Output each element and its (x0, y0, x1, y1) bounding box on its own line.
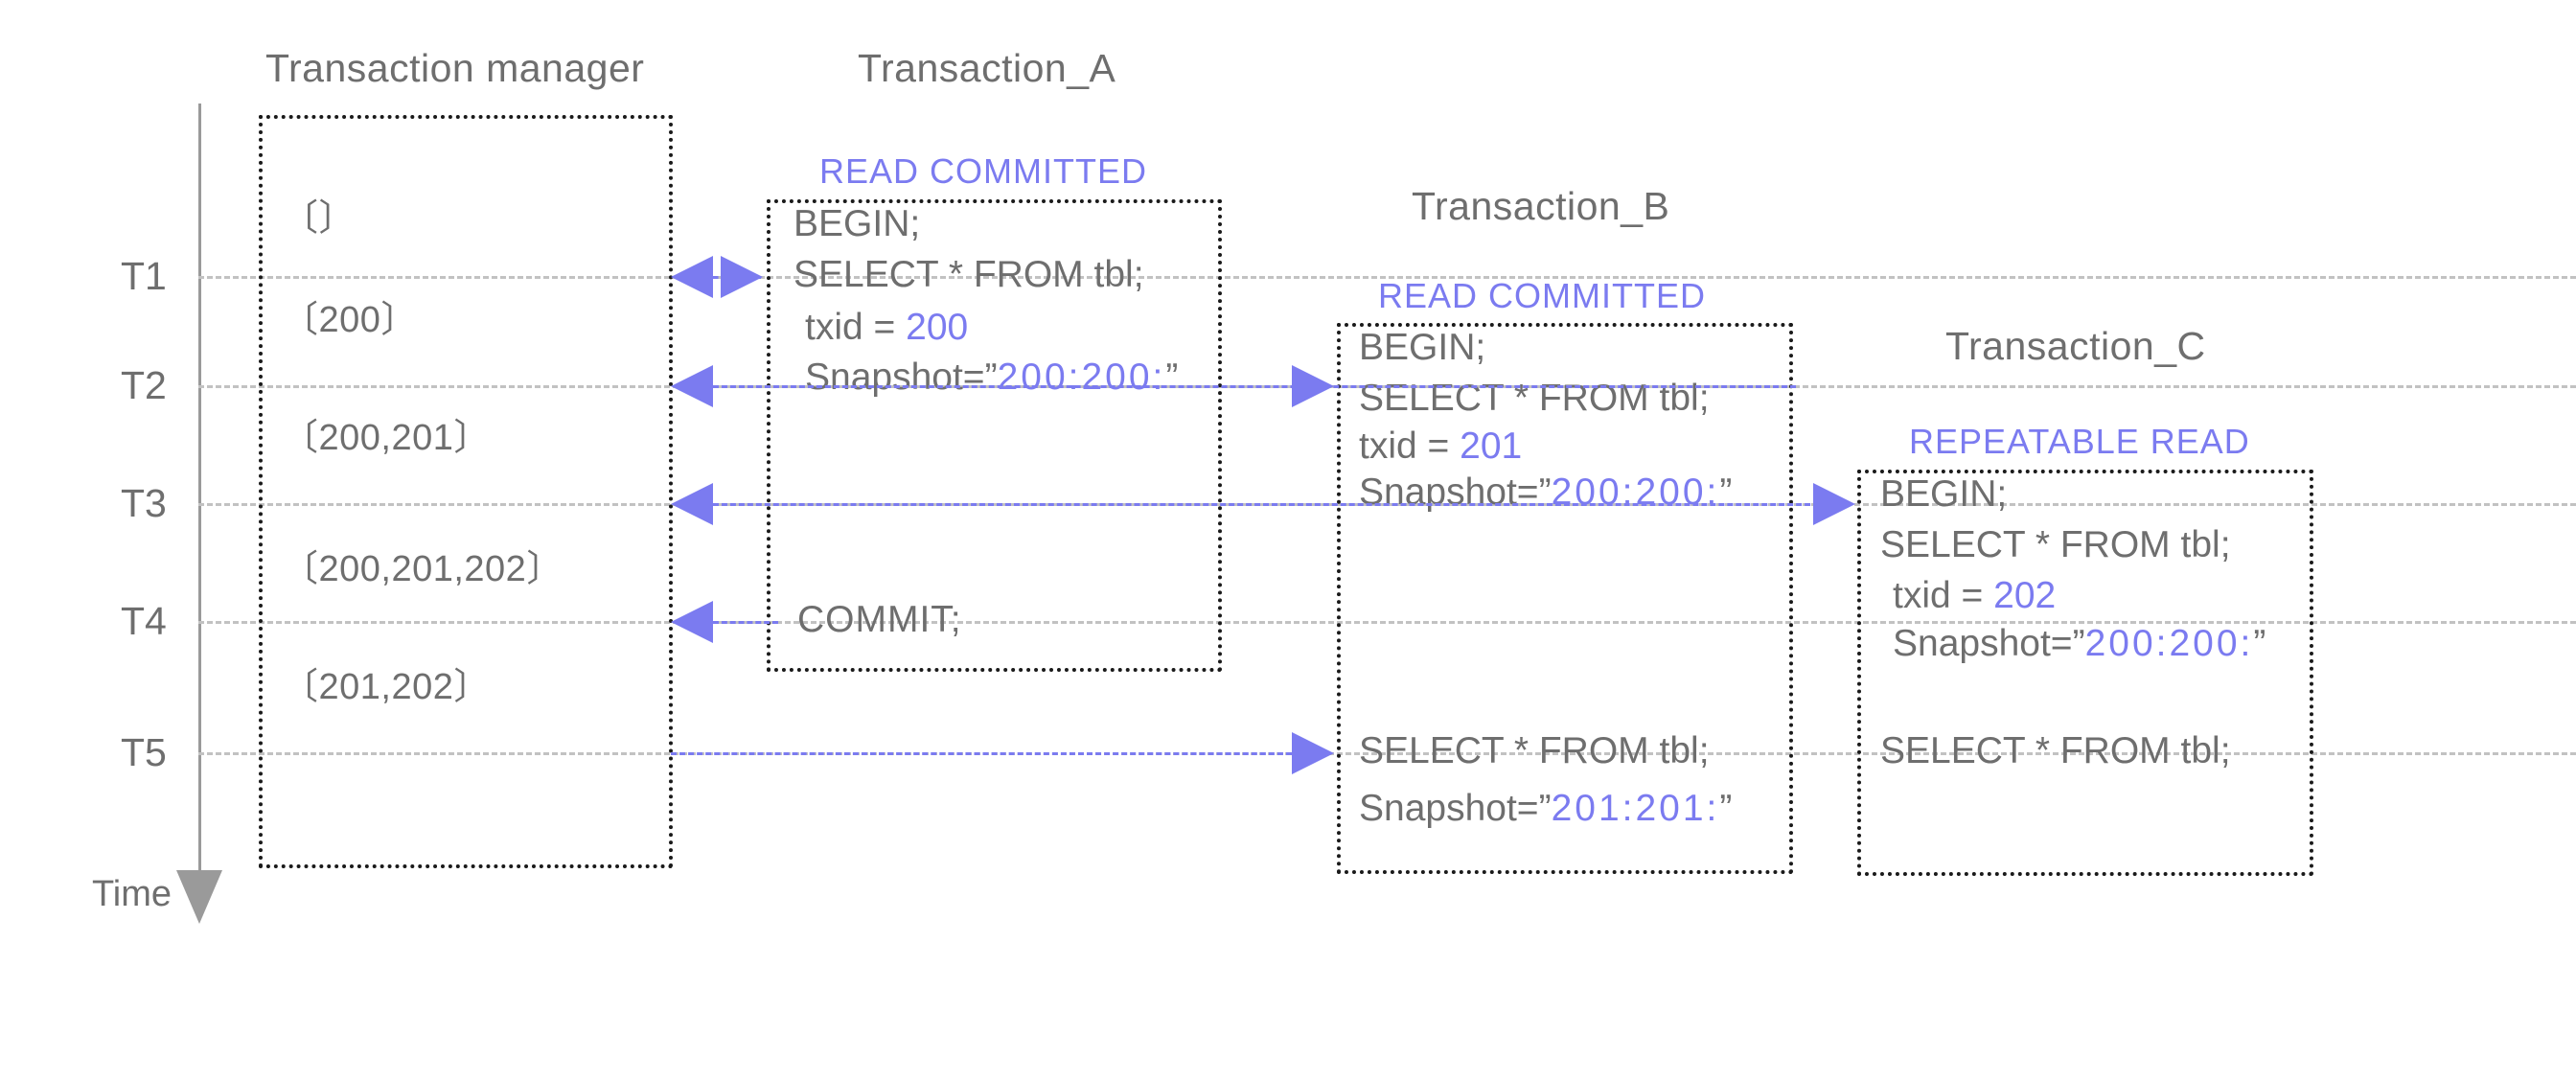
tm-snapshot-entry-3: 〔200,201,202〕 (282, 549, 564, 589)
transaction-a-snapshot: Snapshot=”200:200:” (805, 356, 1178, 399)
transaction-b-txid-label: txid = (1359, 426, 1460, 467)
transaction-c-snapshot-value: 200:200: (2084, 623, 2254, 664)
transaction-b-box (1337, 323, 1793, 874)
transaction-b-txid: txid = 201 (1359, 426, 1522, 468)
transaction-c-select-2: SELECT * FROM tbl; (1880, 730, 2231, 771)
isolation-level-transaction-a: READ COMMITTED (819, 151, 1147, 191)
isolation-level-transaction-c: REPEATABLE READ (1909, 422, 2250, 461)
flow-line-t1 (678, 276, 761, 279)
flow-arrowhead-t3-right (1813, 483, 1855, 525)
isolation-level-transaction-b: READ COMMITTED (1378, 276, 1706, 315)
transaction-b-select: SELECT * FROM tbl; (1359, 378, 1710, 419)
transaction-a-snapshot-label: Snapshot=” (805, 356, 998, 398)
tm-snapshot-entry-4: 〔201,202〕 (282, 667, 491, 707)
flow-arrowhead-t1-right (721, 256, 763, 298)
transaction-a-select: SELECT * FROM tbl; (794, 254, 1144, 295)
time-rule-t1 (198, 276, 2576, 279)
transaction-c-begin: BEGIN; (1880, 473, 2008, 515)
tm-snapshot-entry-0: 〔〕 (282, 198, 356, 239)
transaction-b-snapshot-label: Snapshot=” (1359, 472, 1552, 513)
column-title-transaction-a: Transaction_A (858, 46, 1116, 90)
transaction-a-snapshot-close: ” (1165, 356, 1179, 398)
transaction-b-txid-value: 201 (1460, 426, 1523, 467)
transaction-c-snapshot-close: ” (2253, 623, 2266, 664)
flow-arrowhead-t2-left (671, 365, 713, 407)
flow-arrowhead-t3-left (671, 483, 713, 525)
transaction-c-box (1857, 470, 2313, 876)
transaction-b-select-2: SELECT * FROM tbl; (1359, 730, 1710, 771)
transaction-b-snapshot-2: Snapshot=”201:201:” (1359, 788, 1732, 830)
column-title-transaction-c: Transaction_C (1945, 324, 2206, 368)
flow-arrowhead-t1-left (671, 256, 713, 298)
flow-arrowhead-t2-right (1292, 365, 1334, 407)
tick-label-t3: T3 (121, 481, 167, 525)
flow-line-t3 (713, 503, 1836, 506)
tm-snapshot-entry-2: 〔200,201〕 (282, 418, 491, 458)
time-rule-t5 (198, 752, 2576, 755)
tick-label-t1: T1 (121, 254, 167, 298)
flow-line-t5 (671, 752, 1292, 755)
transaction-a-snapshot-value: 200:200: (997, 356, 1166, 398)
transaction-c-snapshot: Snapshot=”200:200:” (1893, 623, 2266, 665)
transaction-b-snapshot-2-close: ” (1719, 788, 1733, 829)
transaction-c-txid-value: 202 (1993, 575, 2057, 616)
transaction-b-snapshot: Snapshot=”200:200:” (1359, 472, 1732, 514)
transaction-b-snapshot-2-label: Snapshot=” (1359, 788, 1552, 829)
column-title-transaction-b: Transaction_B (1412, 184, 1670, 228)
tm-snapshot-entry-1: 〔200〕 (282, 300, 418, 340)
flow-line-t2 (713, 385, 1796, 388)
column-title-transaction-manager: Transaction manager (265, 46, 645, 90)
tick-label-t5: T5 (121, 730, 167, 774)
transaction-c-txid: txid = 202 (1893, 575, 2056, 617)
transaction-b-begin: BEGIN; (1359, 327, 1486, 368)
time-axis-arrowhead (176, 870, 222, 924)
time-rule-t4 (198, 621, 2576, 624)
transaction-a-begin: BEGIN; (794, 203, 921, 244)
transaction-c-txid-label: txid = (1893, 575, 1994, 616)
transaction-b-snapshot-close: ” (1719, 472, 1733, 513)
tick-label-t2: T2 (121, 363, 167, 407)
time-axis-label: Time (92, 874, 172, 914)
transaction-c-snapshot-label: Snapshot=” (1893, 623, 2085, 664)
time-axis-line (198, 104, 201, 870)
transaction-c-select: SELECT * FROM tbl; (1880, 524, 2231, 565)
transaction-b-snapshot-2-value: 201:201: (1551, 788, 1720, 829)
transaction-a-txid: txid = 200 (805, 307, 968, 349)
flow-arrowhead-t5-right (1292, 732, 1334, 774)
flow-line-t4 (713, 621, 778, 624)
transaction-a-commit: COMMIT; (797, 599, 962, 640)
transaction-a-txid-label: txid = (805, 307, 907, 348)
tick-label-t4: T4 (121, 599, 167, 643)
transaction-a-txid-value: 200 (906, 307, 969, 348)
transaction-a-box (767, 199, 1222, 672)
flow-arrowhead-t4-left (671, 601, 713, 643)
transaction-b-snapshot-value: 200:200: (1551, 472, 1720, 513)
